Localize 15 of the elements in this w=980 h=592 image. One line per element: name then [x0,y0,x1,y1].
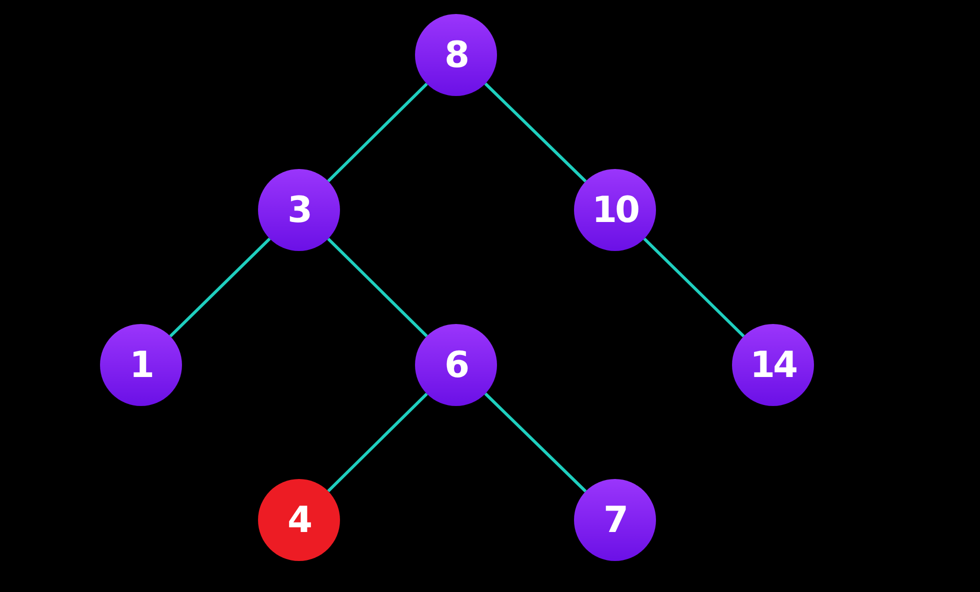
tree-edge-line [169,238,271,338]
tree-edge-line [327,238,428,338]
node-value: 10 [592,190,638,230]
tree-edge-line [643,238,745,338]
node-value: 4 [287,500,311,540]
node-value: 8 [444,34,468,76]
node-value: 6 [444,344,468,386]
tree-edge-line [484,392,587,492]
node-value: 3 [287,190,311,230]
tree-edge-line [327,392,428,492]
tree-edge-line [327,82,428,182]
tree-edge-line [484,82,587,182]
node-value: 1 [129,344,153,386]
node-value: 14 [750,344,796,386]
node-value: 7 [603,500,627,540]
